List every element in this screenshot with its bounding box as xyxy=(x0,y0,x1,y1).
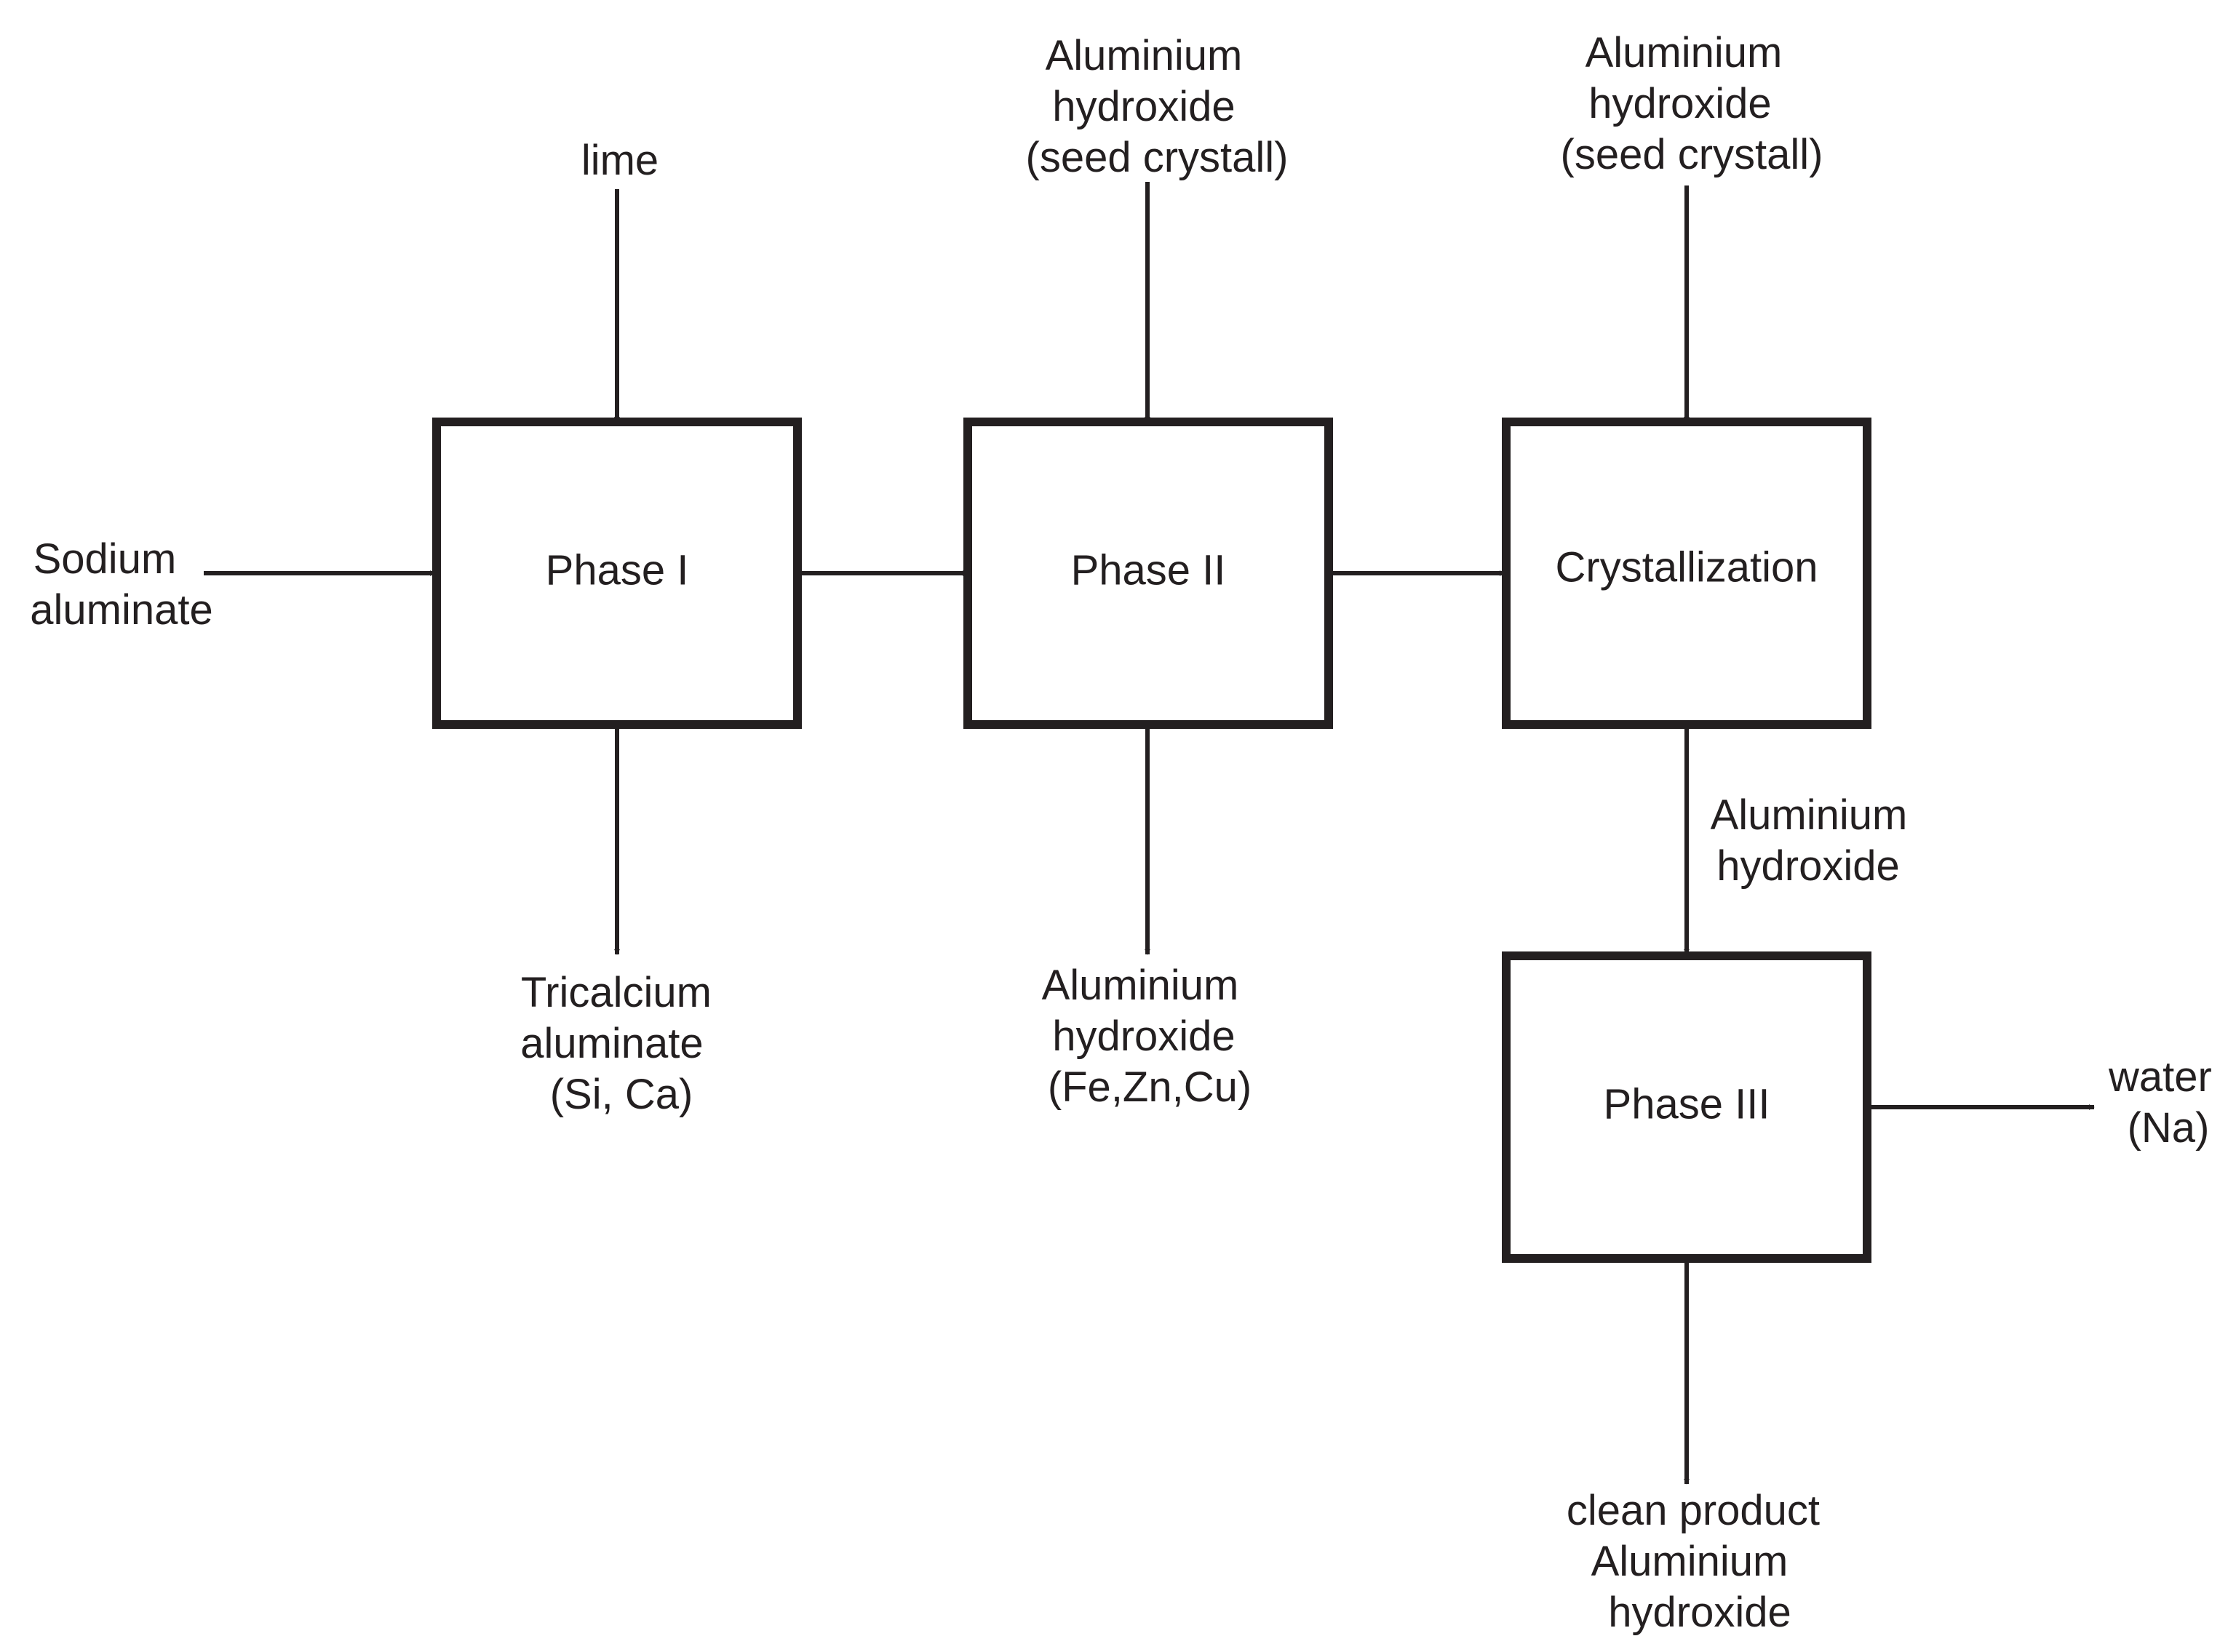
crystallization-label: Crystallization xyxy=(1556,543,1818,591)
clean-product-line-3: hydroxide xyxy=(1608,1589,1791,1636)
tricalcium-line-1: Tricalcium xyxy=(521,969,712,1016)
aluminium-hydroxide-intermediate-line-2: hydroxide xyxy=(1716,842,1899,890)
phase1-label: Phase I xyxy=(546,546,689,594)
aluminium-hydroxide-impure-line-2: hydroxide xyxy=(1052,1013,1235,1060)
water-line-1: water xyxy=(2108,1053,2212,1101)
clean-product-line-2: Aluminium xyxy=(1591,1538,1789,1585)
tricalcium-line-2: aluminate xyxy=(520,1020,703,1067)
aluminium-hydroxide-impure-line-1: Aluminium xyxy=(1042,962,1239,1009)
crystallization-node: Crystallization xyxy=(1502,418,1871,729)
phase2-box xyxy=(963,418,1333,729)
phase1-node: Phase I xyxy=(432,418,802,729)
seed-phase2-line-1: Aluminium xyxy=(1046,32,1243,79)
flow-arrows xyxy=(204,182,2095,1485)
seed-phase2-line-3: (seed crystall) xyxy=(1026,134,1289,181)
aluminium-hydroxide-impure-line-3: (Fe,Zn,Cu) xyxy=(1048,1064,1252,1111)
seed-crystallization-label: Aluminium hydroxide (seed crystall) xyxy=(1561,29,1823,178)
tricalcium-line-3: (Si, Ca) xyxy=(550,1071,693,1118)
sodium-aluminate-label: Sodium aluminate xyxy=(30,535,212,634)
sodium-aluminate-line-2: aluminate xyxy=(30,586,212,634)
water-line-2: (Na) xyxy=(2128,1104,2210,1152)
phase2-label: Phase II xyxy=(1071,546,1226,594)
crystallization-box xyxy=(1502,418,1871,729)
sodium-aluminate-line-1: Sodium xyxy=(33,535,177,583)
water-label: water (Na) xyxy=(2108,1053,2224,1152)
seed-crystallization-line-2: hydroxide xyxy=(1588,80,1771,127)
lime-label: lime xyxy=(581,137,659,184)
aluminium-hydroxide-intermediate-label: Aluminium hydroxide xyxy=(1711,791,1919,890)
tricalcium-label: Tricalcium aluminate (Si, Ca) xyxy=(520,969,723,1118)
phase3-box xyxy=(1502,951,1871,1263)
phase3-node: Phase III xyxy=(1502,951,1871,1263)
clean-product-line-1: clean product xyxy=(1567,1487,1820,1534)
seed-crystallization-line-3: (seed crystall) xyxy=(1561,131,1823,178)
phase2-node: Phase II xyxy=(963,418,1333,729)
seed-phase2-line-2: hydroxide xyxy=(1052,83,1235,130)
aluminium-hydroxide-impure-label: Aluminium hydroxide (Fe,Zn,Cu) xyxy=(1042,962,1252,1111)
lime-line-1: lime xyxy=(581,137,659,184)
phase3-label: Phase III xyxy=(1604,1080,1770,1128)
aluminium-hydroxide-intermediate-line-1: Aluminium xyxy=(1711,791,1908,839)
phase1-box xyxy=(432,418,802,729)
clean-product-label: clean product Aluminium hydroxide xyxy=(1567,1487,1831,1636)
seed-phase2-label: Aluminium hydroxide (seed crystall) xyxy=(1026,32,1289,181)
seed-crystallization-line-1: Aluminium xyxy=(1586,29,1783,76)
